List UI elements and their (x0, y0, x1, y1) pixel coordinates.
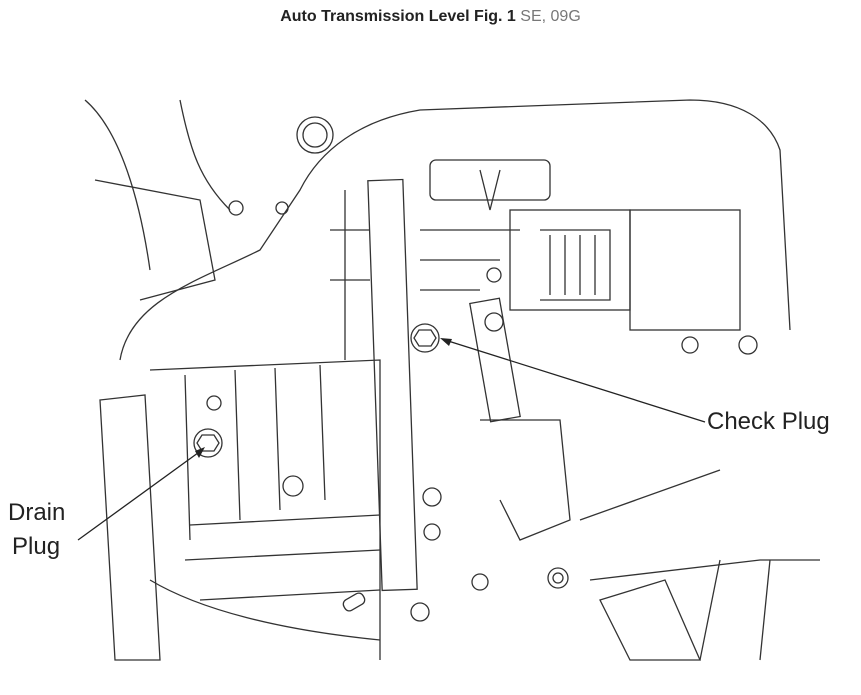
oil-pan-area (149, 359, 381, 660)
figure-title: Auto Transmission Level Fig. 1 SE, 09G (0, 8, 861, 26)
check-plug (410, 323, 440, 353)
figure-title-main: Auto Transmission Level Fig. 1 (280, 8, 516, 25)
transmission-housing-outline (84, 99, 791, 661)
drain-plug-leader (77, 447, 205, 541)
lower-right-components (410, 419, 820, 661)
valve-body (330, 159, 758, 592)
check-plug-leader (440, 338, 706, 423)
check-plug-label: Check Plug (707, 408, 830, 435)
figure-title-sub: SE, 09G (520, 8, 581, 25)
drain-plug-label-line2: Plug (12, 533, 61, 560)
drain-plug (193, 428, 223, 458)
drain-plug-label-line1: Drain (8, 499, 66, 526)
